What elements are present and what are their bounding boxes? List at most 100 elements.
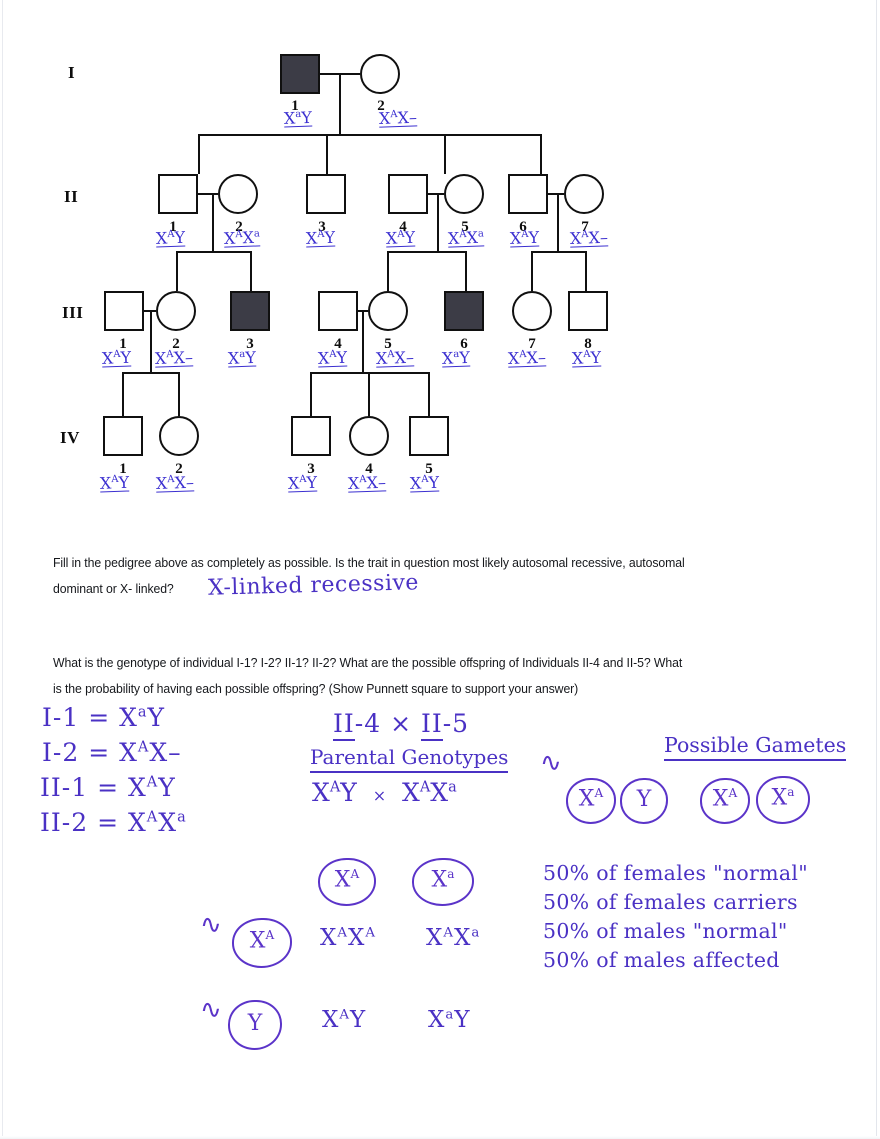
descent-line-III-4-5 [362,310,365,372]
gamete-father-Y: Y [620,778,668,824]
pedigree-symbol-IV-3[interactable] [291,416,331,456]
pedigree-symbol-II-3[interactable] [306,174,346,214]
pedigree-id-III-7: 7 [528,336,536,352]
pedigree-symbol-II-6[interactable] [508,174,548,214]
genotype-III-3: XaY [227,347,257,368]
pedigree-symbol-I-2[interactable] [360,54,400,94]
pedigree-symbol-II-2[interactable] [218,174,258,214]
descent-line-II-1-2 [212,193,215,251]
pedigree-symbol-III-5[interactable] [368,291,408,331]
pedigree-id-III-2: 2 [172,336,180,352]
sibship-line-II [198,134,542,137]
pedigree-id-IV-4: 4 [365,461,373,477]
sibship-line-III-a [176,251,252,254]
genotype-II-3: XAY [305,227,336,248]
pedigree-symbol-II-7[interactable] [564,174,604,214]
descent-line-III-1-2 [150,310,153,372]
sibship-line-III-b [387,251,467,254]
genotype-IV-4: XAX– [347,472,387,493]
pedigree-chart: I II III IV 1 2 XaY XAX– [0,0,880,520]
punnett-cell-1-2: XAXa [426,925,481,951]
pedigree-id-IV-2: 2 [175,461,183,477]
pedigree-symbol-II-5[interactable] [444,174,484,214]
sib-drop-IV-4 [368,372,371,416]
pedigree-symbol-III-8[interactable] [568,291,608,331]
generation-label-IV: IV [60,428,80,447]
conclusion-item-1: 50% of females "normal" [543,861,808,885]
genotype-II-5: XAXa [447,227,485,248]
genotype-answer-II-2: II-2 = XAXa [40,808,187,837]
sib-drop-III-7 [531,251,534,291]
sib-drop-IV-1 [122,372,125,416]
parental-genotypes-heading: Parental Genotypes [310,745,509,773]
genotype-III-8: XAY [571,347,602,368]
pedigree-id-IV-1: 1 [119,461,127,477]
genotype-III-6: XaY [441,347,471,368]
pedigree-symbol-III-7[interactable] [512,291,552,331]
genotype-IV-1: XAY [99,472,130,493]
question-1-line-1: Fill in the pedigree above as completely… [53,555,685,570]
punnett-col-header-Xa: Xa [412,858,474,906]
genotype-IV-5: XAY [409,472,440,493]
sib-drop-IV-5 [428,372,431,416]
pedigree-id-II-5: 5 [461,219,469,235]
genotype-III-7: XAX– [507,347,547,368]
sibship-line-III-c [531,251,587,254]
genotype-III-4: XAY [317,347,348,368]
pedigree-symbol-III-3[interactable] [230,291,270,331]
genotype-I-2: XAX– [378,107,418,128]
gamete-father-XA: XA [566,778,616,824]
pedigree-id-II-7: 7 [581,219,589,235]
pedigree-symbol-III-1[interactable] [104,291,144,331]
punnett-col-header-XA: XA [318,858,376,906]
punnett-cell-2-2: XaY [428,1007,471,1033]
genotype-answer-II-1: II-1 = XAY [40,773,176,802]
pedigree-symbol-IV-1[interactable] [103,416,143,456]
page-edge-left [2,0,3,1139]
page-edge-right [876,0,877,1139]
mating-line-II-1-2 [198,193,218,196]
cross-title: II-4 × II-5 [333,709,469,741]
sib-drop-III-2 [176,251,179,291]
pedigree-id-III-4: 4 [334,336,342,352]
pedigree-symbol-III-2[interactable] [156,291,196,331]
genotype-III-1: XAY [101,347,132,368]
genotype-III-2: XAX– [154,347,194,368]
genotype-II-1: XAY [155,227,186,248]
mating-line-II-4-5 [428,193,444,196]
pedigree-id-IV-3: 3 [307,461,315,477]
pedigree-id-IV-5: 5 [425,461,433,477]
generation-label-II: II [64,187,79,206]
pedigree-symbol-I-1[interactable] [280,54,320,94]
punnett-row-header-XA: XA [232,918,292,968]
sibship-line-IV-a [122,372,180,375]
pedigree-symbol-III-4[interactable] [318,291,358,331]
question-1-line-2: dominant or X- linked? [53,581,174,596]
conclusion-item-4: 50% of males affected [543,948,780,972]
genotype-IV-2: XAX– [155,472,195,493]
pedigree-id-II-3: 3 [318,219,326,235]
conclusion-item-2: 50% of females carriers [543,890,798,914]
pedigree-symbol-II-4[interactable] [388,174,428,214]
pedigree-symbol-IV-5[interactable] [409,416,449,456]
pedigree-symbol-III-6[interactable] [444,291,484,331]
punnett-cell-1-1: XAXA [320,925,377,951]
pedigree-symbol-IV-4[interactable] [349,416,389,456]
question-2-line-2: is the probability of having each possib… [53,681,579,696]
pedigree-symbol-II-1[interactable] [158,174,198,214]
genotype-I-1: XaY [283,107,313,128]
connector-squiggle-gametes: ∿ [540,748,562,778]
descent-line-II-6-7 [557,193,560,251]
punnett-row-header-Y: Y [228,1000,282,1050]
pedigree-symbol-IV-2[interactable] [159,416,199,456]
pedigree-id-II-4: 4 [399,219,407,235]
punnett-cell-2-1: XAY [322,1007,367,1033]
sib-drop-II-7 [540,134,543,174]
connector-squiggle-row-2: ∿ [200,995,222,1025]
genotype-answer-I-2: I-2 = XAX– [42,738,182,767]
parental-cross-genotypes: XAY × XAXa [312,778,457,807]
genotype-II-6: XAY [509,227,540,248]
connector-squiggle-row-1: ∿ [200,910,222,940]
mating-line-II-6-7 [548,193,564,196]
genotype-II-4: XAY [385,227,416,248]
